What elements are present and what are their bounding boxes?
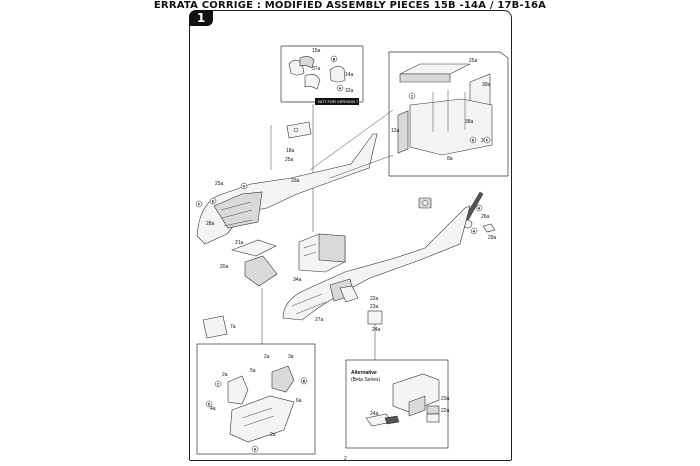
label-34a: 34a [293,277,302,283]
marker-b-seat-text: B [303,379,306,383]
upper-fuselage: 33a 25a 28a 21a 20a G F E [195,109,394,287]
label-2a-right: 2a [264,354,270,360]
alternative-subtitle: (Beta Series) [351,377,381,383]
marker-c-seat-text: C [217,382,220,386]
page-title: ERRATA CORRIGE : MODIFIED ASSEMBLY PIECE… [153,0,547,11]
marker-f [195,200,203,208]
page-number: 2 [344,456,347,462]
label-2a-small: 2a [270,432,276,438]
label-6a: 6a [296,398,302,404]
label-15a: 15a [312,48,321,54]
label-12a: 12a [391,128,400,134]
marker-e [209,197,217,205]
label-22a-alt: 22a [441,408,450,414]
label-37a: 37a [312,66,321,72]
lower-fuselage: 27a 34a 22a 23a 24a [282,205,471,360]
label-23a-alt: 23a [441,396,450,402]
marker-f-box [483,136,491,144]
label-4a: 4a [210,406,216,412]
marker-d-seat-text: D [208,402,211,406]
small-part-7a [202,315,228,339]
label-5a: 5a [250,368,256,374]
label-28a: 28a [206,221,215,227]
marker-a-seat [251,445,259,453]
cockpit-tub [298,233,346,273]
marker-a-seat-text: A [254,447,257,451]
label-7a: 7a [230,324,236,330]
inset-alternative: Alternative (Beta Series) 24a 23a 22a [345,359,450,449]
marker-f-text: F [198,202,201,206]
marker-a-text: A [339,86,342,90]
marker-h [470,227,478,235]
label-33a: 33a [291,178,300,184]
marker-b-text: B [333,57,336,61]
label-38a: 38a [465,119,474,125]
marker-h-text: H [473,229,476,233]
label-30a: 30a [482,82,491,88]
label-21a: 21a [235,240,244,246]
marker-d-text: D [472,138,475,142]
marker-c-text: C [411,94,414,98]
marker-c [408,92,416,100]
marker-g-text: G [243,184,246,188]
marker-g [240,182,248,190]
label-25a-top: 25a [469,58,478,64]
label-32a: 32a [345,88,354,94]
label-23a: 23a [370,304,379,310]
marker-b [330,55,338,63]
marker-e-text: E [212,199,215,203]
label-22a: 22a [370,296,379,302]
label-18a: 18a [286,148,295,154]
label-25a-mid: 25a [285,157,294,163]
label-25a-left: 25a [215,181,224,187]
marker-f-box-text: F [486,138,489,142]
step-number-badge: 1 [189,10,213,26]
marker-d [469,136,477,144]
label-24a-alt: 24a [370,411,379,417]
not-for-version-tag [315,98,359,105]
label-27a: 27a [315,317,324,323]
label-3a: 3a [288,354,294,360]
label-20a: 20a [220,264,229,270]
marker-d-seat [205,400,213,408]
marker-a [336,84,344,92]
inset-cockpit-box: 25a 30a 12a 38a 8a 35a C D F [388,51,509,177]
label-24a-mid: 24a [372,327,381,333]
inset-seats: 7a 2a 2a 3a 4a 6a 5a 2a C D A B [196,288,316,455]
step-frame [189,10,512,461]
label-29a: 29a [488,235,497,241]
label-14a: 14a [345,72,354,78]
inset-seat-pieces: 15a 37a 14a 32a B A NOT FOR VERSION 7 [280,45,364,105]
marker-h2-text: H [478,206,481,210]
label-8a: 8a [447,156,453,162]
part-18a-group: 18a 25a [270,121,312,170]
alternative-title: Alternative [351,370,377,376]
label-2a-left: 2a [222,372,228,378]
marker-c-seat [214,380,222,388]
label-26a: 26a [481,214,490,220]
marker-b-seat [300,377,308,385]
marker-h2 [475,204,483,212]
not-for-version-text: NOT FOR VERSION 7 [318,99,359,104]
